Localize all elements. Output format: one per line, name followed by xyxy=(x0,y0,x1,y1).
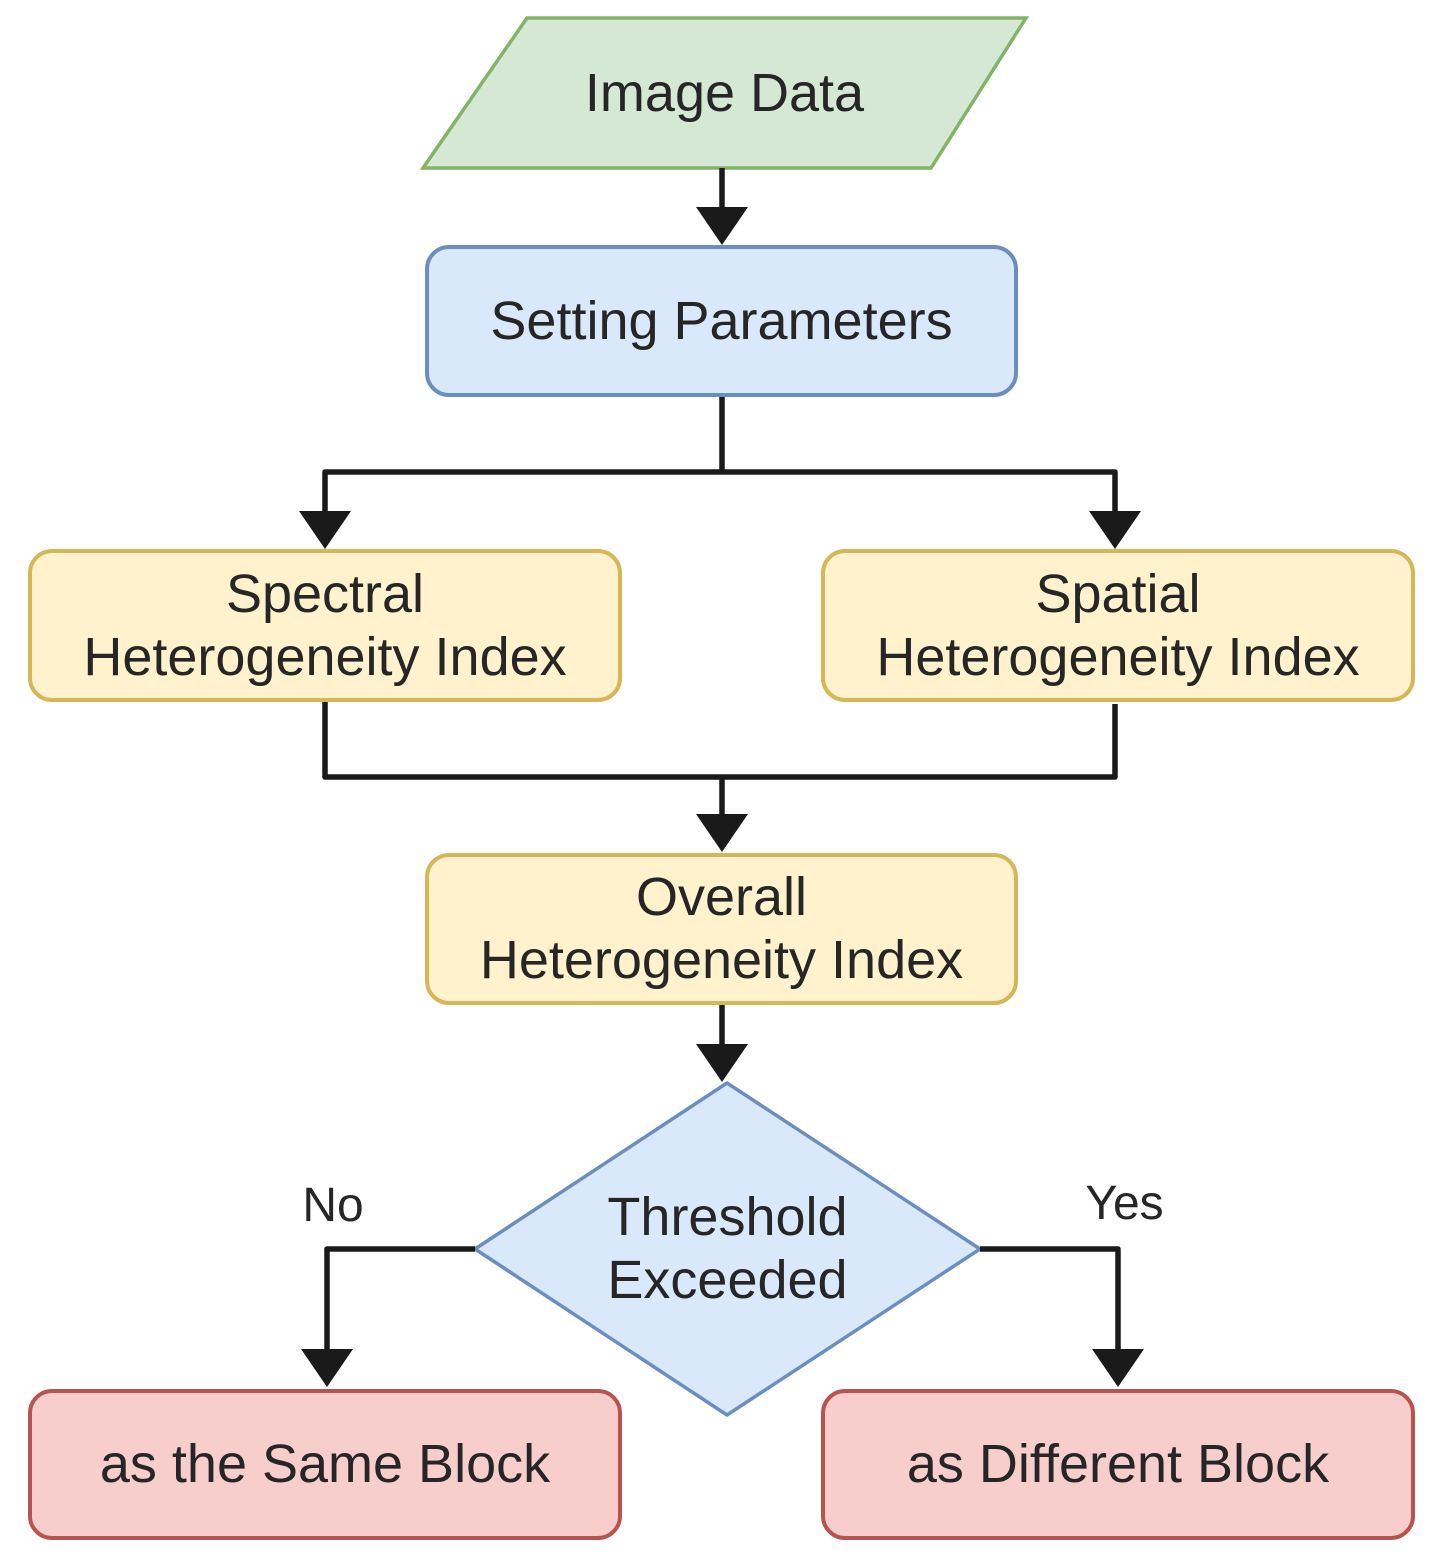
arrowhead-into-threshold xyxy=(696,1044,748,1082)
edge-threshold-yes xyxy=(980,1246,1121,1351)
arrowhead-into-spatial xyxy=(1089,511,1141,549)
branch-label-no: No xyxy=(302,1179,364,1232)
connector-lines xyxy=(322,168,1121,1351)
edge-settingparameters-split xyxy=(322,397,1118,512)
image-data-parallelogram xyxy=(419,16,1030,170)
node-setting-parameters: Setting Parameters xyxy=(425,245,1018,397)
branch-label-yes: Yes xyxy=(1085,1177,1164,1230)
node-spectral-heterogeneity-index: Spectral Heterogeneity Index xyxy=(28,549,622,702)
node-as-the-same-block: as the Same Block xyxy=(28,1389,622,1540)
arrowhead-into-same-block xyxy=(301,1349,353,1387)
node-spatial-heterogeneity-index: Spatial Heterogeneity Index xyxy=(821,549,1415,702)
node-as-different-block: as Different Block xyxy=(821,1389,1415,1540)
arrowhead-into-spectral xyxy=(299,511,351,549)
arrowhead-into-setting-parameters xyxy=(696,207,748,245)
arrowhead-into-different-block xyxy=(1092,1349,1144,1387)
node-overall-heterogeneity-index: Overall Heterogeneity Index xyxy=(425,853,1018,1005)
arrowhead-into-overall xyxy=(696,814,748,852)
arrowheads xyxy=(299,207,1144,1387)
edge-merge-overall xyxy=(322,702,1118,816)
edge-threshold-no xyxy=(324,1246,475,1351)
threshold-exceeded-diamond xyxy=(473,1081,982,1417)
